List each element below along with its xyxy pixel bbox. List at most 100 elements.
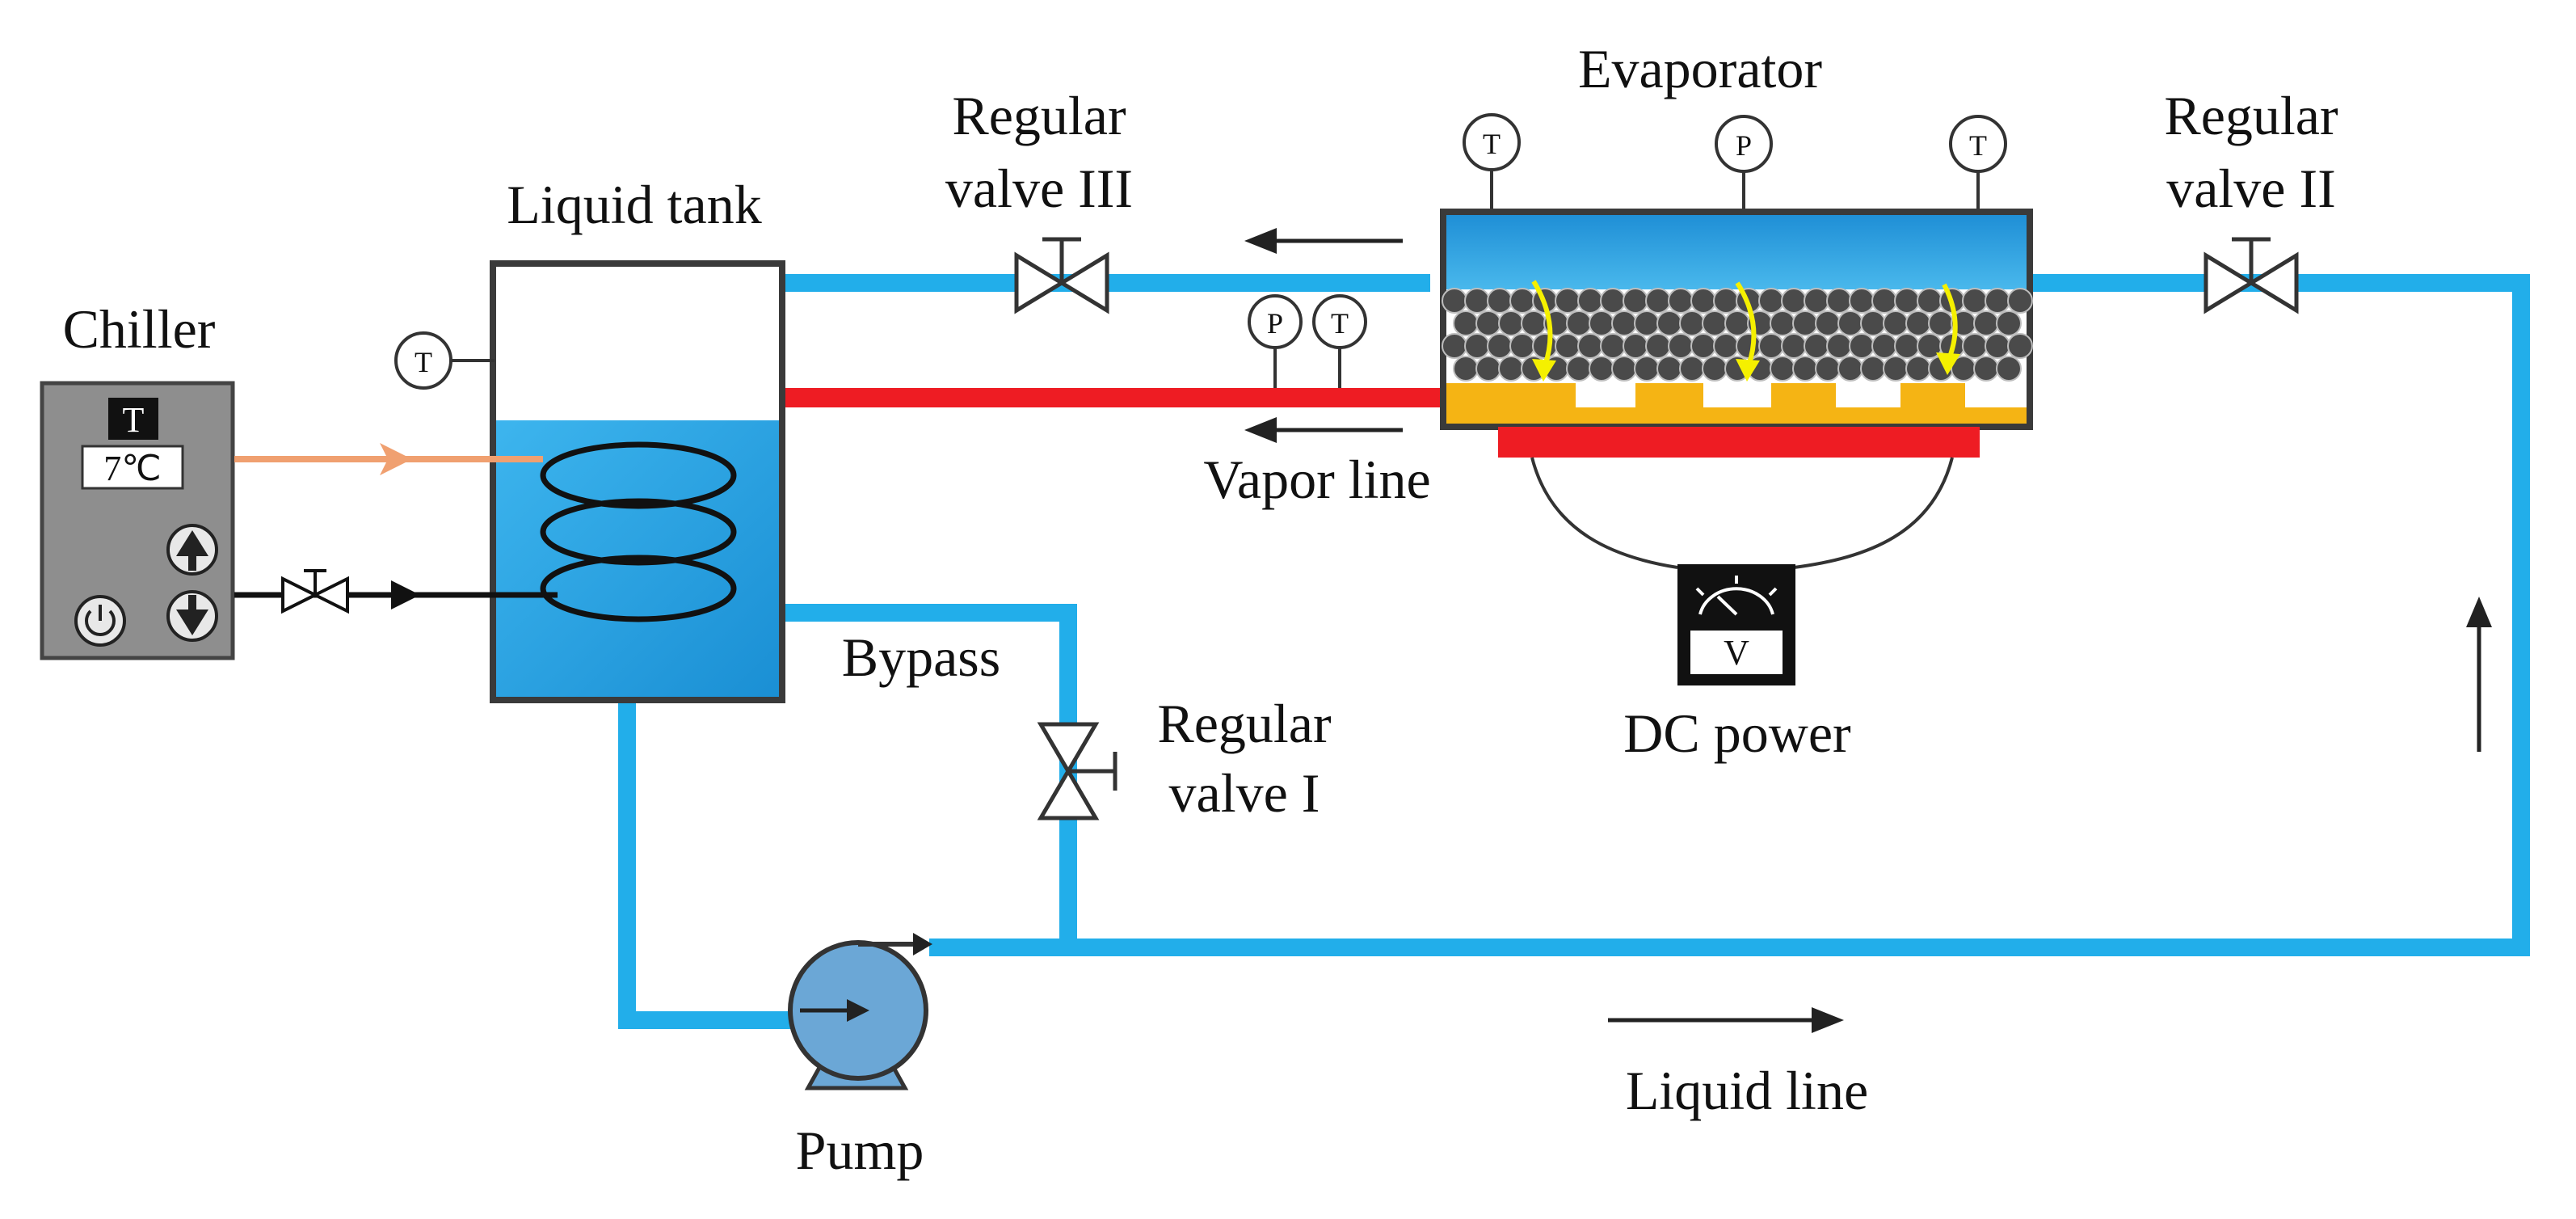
porous-bead [1577, 333, 1603, 359]
tank-temperature-gauge: T [394, 331, 495, 390]
porous-bead [1566, 356, 1592, 382]
evaporator-heater-blocks [1446, 383, 2027, 424]
liquid-tank-label: Liquid tank [507, 174, 761, 235]
chiller-label: Chiller [63, 298, 216, 360]
regular-valve-i: Regular valve I [1037, 693, 1332, 824]
porous-bead [1600, 333, 1626, 359]
porous-bead [1917, 288, 1943, 314]
valve-i-label-line1: Regular [1157, 693, 1332, 754]
evaporator: Evaporator T P T [1440, 38, 2033, 458]
evaporator-pressure-gauge: P [1715, 115, 1773, 212]
porous-bead [1804, 288, 1829, 314]
porous-bead [1634, 356, 1660, 382]
porous-bead [1905, 356, 1931, 382]
porous-bead [1555, 333, 1581, 359]
porous-bead [1962, 288, 1988, 314]
porous-bead [1453, 356, 1479, 382]
pump: Pump [788, 933, 932, 1181]
porous-bead [1668, 333, 1694, 359]
porous-bead [1498, 356, 1524, 382]
porous-bead [1815, 310, 1841, 336]
porous-bead [1555, 288, 1581, 314]
porous-bead [1600, 288, 1626, 314]
svg-text:T: T [415, 346, 432, 378]
porous-bead [1690, 333, 1716, 359]
porous-bead [2007, 333, 2033, 359]
porous-bead [1792, 310, 1818, 336]
porous-bead [1883, 356, 1909, 382]
porous-bead [1668, 288, 1694, 314]
porous-bead [1781, 288, 1807, 314]
evaporator-temperature-gauge-right: T [1949, 115, 2007, 212]
vapor-line-temperature-gauge: T [1312, 294, 1367, 388]
chiller-down-button[interactable] [166, 590, 218, 642]
chiller-up-button[interactable] [166, 524, 218, 576]
porous-bead [1702, 310, 1728, 336]
flow-arrow-right-up [2466, 597, 2492, 752]
vapor-line-pressure-gauge: P [1248, 294, 1303, 388]
valve-ii-label-line2: valve II [2166, 158, 2336, 219]
porous-bead [1475, 356, 1501, 382]
evaporator-flow-arrows [1531, 280, 1958, 366]
porous-bead [1815, 356, 1841, 382]
valve-iii-label-line1: Regular [952, 85, 1126, 146]
tank-coil [540, 441, 737, 622]
porous-bead [1475, 310, 1501, 336]
evaporator-liquid [1446, 215, 2027, 289]
porous-bead [1690, 288, 1716, 314]
porous-bead [1464, 288, 1490, 314]
porous-bead [1837, 310, 1863, 336]
porous-bead [1589, 310, 1614, 336]
chiller-temperature-display [81, 445, 184, 490]
porous-bead [1611, 356, 1637, 382]
flow-arrow-vapor [1244, 417, 1403, 443]
porous-bead [1792, 356, 1818, 382]
chiller-supply-valve [281, 569, 349, 614]
porous-bead [1860, 356, 1886, 382]
porous-bead [1894, 288, 1920, 314]
dc-power-label: DC power [1623, 702, 1851, 764]
porous-bead [1928, 310, 1954, 336]
porous-bead [1781, 333, 1807, 359]
regular-valve-ii: Regular valve II [2164, 85, 2338, 314]
pump-label: Pump [796, 1120, 924, 1181]
svg-text:T: T [1483, 128, 1501, 160]
porous-bead [1577, 288, 1603, 314]
porous-bead [1758, 333, 1784, 359]
porous-bead [1509, 333, 1535, 359]
porous-bead [1509, 288, 1535, 314]
porous-bead [1464, 333, 1490, 359]
porous-bead [1679, 310, 1705, 336]
porous-bead [1623, 333, 1648, 359]
porous-bead [1894, 333, 1920, 359]
evaporator-porous-bed [1442, 288, 2033, 382]
valve-iii-label-line2: valve III [945, 158, 1133, 219]
porous-bead [1871, 333, 1897, 359]
liquid-tank: Liquid tank [490, 174, 785, 703]
porous-bead [1985, 288, 2010, 314]
tank-to-pump-pipe [618, 700, 800, 1029]
svg-text:T: T [1969, 129, 1987, 162]
porous-bead [2007, 288, 2033, 314]
liquid-line-label: Liquid line [1626, 1060, 1868, 1121]
porous-bead [1611, 310, 1637, 336]
svg-text:V: V [1724, 633, 1749, 673]
porous-bead [1973, 310, 1999, 336]
porous-bead [1702, 356, 1728, 382]
porous-bead [1770, 356, 1795, 382]
svg-text:7℃: 7℃ [103, 449, 161, 488]
porous-bead [1656, 310, 1682, 336]
bypass-pipe [772, 604, 1077, 947]
porous-bead [1487, 288, 1513, 314]
evaporator-heater-base [1498, 427, 1980, 458]
porous-bead [1532, 333, 1558, 359]
porous-bead [1996, 356, 2022, 382]
flow-arrow-liquid [1608, 1007, 1844, 1033]
svg-text:P: P [1267, 307, 1283, 340]
porous-bead [1826, 288, 1852, 314]
porous-bead [1849, 333, 1875, 359]
regular-valve-iii: Regular valve III [945, 85, 1133, 314]
chiller-power-button[interactable] [74, 595, 126, 647]
porous-bead [1498, 310, 1524, 336]
porous-bead [1996, 310, 2022, 336]
